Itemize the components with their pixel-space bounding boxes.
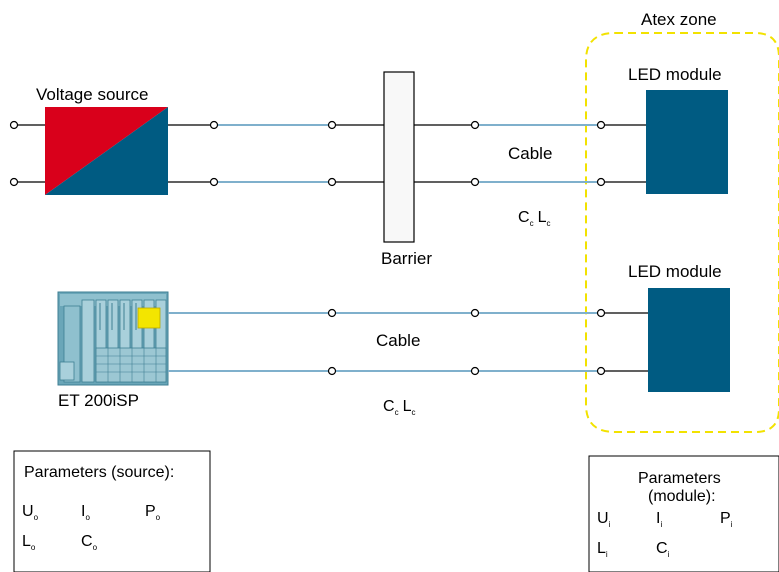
terminal [9, 120, 19, 130]
params-source-box: Parameters (source): Uo Io Po Lo Co [13, 450, 211, 572]
barrier-label: Barrier [381, 249, 432, 268]
terminal [327, 366, 337, 376]
svg-text:Ui: Ui [597, 510, 611, 529]
terminal [470, 308, 480, 318]
svg-text:Li: Li [597, 540, 608, 559]
svg-text:Ci: Ci [656, 540, 670, 559]
svg-text:Pi: Pi [720, 510, 733, 529]
terminal [596, 177, 606, 187]
voltage-source-block [45, 107, 168, 195]
terminal [596, 366, 606, 376]
svg-text:Ii: Ii [656, 510, 662, 529]
led-module-bottom [648, 288, 730, 392]
svg-text:Lo: Lo [22, 533, 36, 552]
params-module-title-2: (module): [648, 488, 716, 505]
atex-zone-boundary [585, 32, 779, 433]
cable-label-bottom: Cable [376, 331, 420, 350]
terminal [470, 120, 480, 130]
svg-text:Io: Io [81, 503, 90, 522]
terminal [209, 120, 219, 130]
svg-text:Po: Po [145, 503, 161, 522]
terminal [9, 177, 19, 187]
voltage-source-label: Voltage source [36, 85, 148, 104]
terminal [327, 120, 337, 130]
atex-zone-label: Atex zone [641, 10, 717, 29]
params-module-title-1: Parameters [638, 470, 721, 487]
terminal [327, 177, 337, 187]
led-module-bottom-label: LED module [628, 262, 722, 281]
svg-text:Co: Co [81, 533, 98, 552]
barrier-block [383, 71, 415, 243]
terminal [470, 366, 480, 376]
terminal [596, 120, 606, 130]
cable-label-top: Cable [508, 144, 552, 163]
led-module-top-label: LED module [628, 65, 722, 84]
terminal [209, 177, 219, 187]
terminal [596, 308, 606, 318]
terminal [327, 308, 337, 318]
terminal [470, 177, 480, 187]
svg-text:Uo: Uo [22, 503, 39, 522]
params-source-title: Parameters (source): [24, 464, 174, 481]
et200isp-device [57, 291, 169, 386]
params-module-box: Parameters (module): Ui Ii Pi Li Ci [588, 455, 779, 572]
led-module-top [646, 90, 728, 194]
et200isp-label: ET 200iSP [58, 391, 139, 410]
